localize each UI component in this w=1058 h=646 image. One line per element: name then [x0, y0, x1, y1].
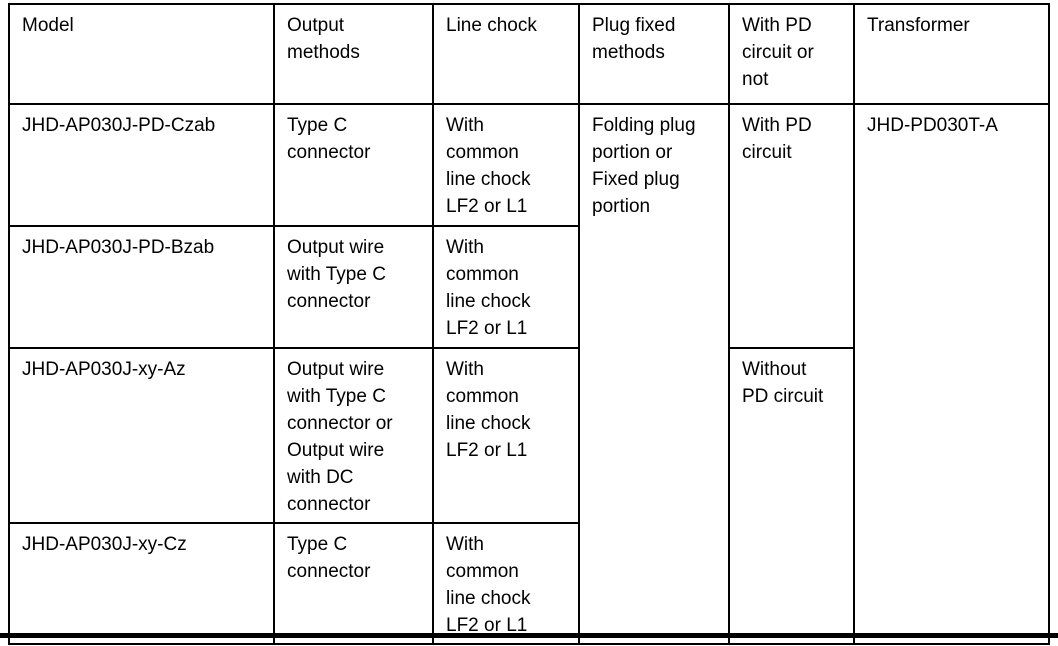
page-bottom-rule — [0, 633, 1058, 638]
output-methods-cell: Output wire with Type C connector or Out… — [273, 347, 434, 524]
header-output-methods: Output methods — [273, 3, 434, 105]
header-plug-fixed-methods: Plug fixed methods — [578, 3, 730, 105]
line-chock-cell: With common line chock LF2 or L1 — [432, 103, 580, 227]
table-row: JHD-AP030J-PD-Bzab Output wire with Type… — [8, 225, 1049, 349]
header-transformer: Transformer — [853, 3, 1050, 105]
spec-table: Model Output methods Line chock Plug fix… — [8, 3, 1050, 645]
model-cell: JHD-AP030J-xy-Cz — [8, 522, 275, 645]
line-chock-cell: With common line chock LF2 or L1 — [432, 225, 580, 349]
header-line-chock: Line chock — [432, 3, 580, 105]
table-row: JHD-AP030J-PD-Czab Type C connector With… — [8, 103, 1050, 645]
output-methods-cell: Type C connector — [273, 103, 434, 227]
model-cell: JHD-AP030J-PD-Bzab — [8, 225, 275, 349]
table-row: JHD-AP030J-xy-Az Output wire with Type C… — [8, 347, 1049, 645]
table-row: JHD-AP030J-xy-Cz Type C connector With c… — [8, 522, 1049, 645]
line-chock-cell: With common line chock LF2 or L1 — [432, 522, 580, 645]
line-chock-cell: With common line chock LF2 or L1 — [432, 347, 580, 524]
header-row: Model Output methods Line chock Plug fix… — [8, 3, 1050, 105]
plug-fixed-methods-cell: Folding plug portion or Fixed plug porti… — [578, 103, 730, 645]
with-pd-circuit-cell: With PD circuit — [728, 103, 855, 349]
without-pd-circuit-cell: Without PD circuit — [728, 347, 855, 645]
output-methods-cell: Output wire with Type C connector — [273, 225, 434, 349]
model-cell: JHD-AP030J-xy-Az — [8, 347, 275, 524]
transformer-cell: JHD-PD030T-A — [853, 103, 1050, 645]
output-methods-cell: Type C connector — [273, 522, 434, 645]
header-model: Model — [8, 3, 275, 105]
model-cell: JHD-AP030J-PD-Czab — [8, 103, 275, 227]
header-pd-circuit: With PD circuit or not — [728, 3, 855, 105]
